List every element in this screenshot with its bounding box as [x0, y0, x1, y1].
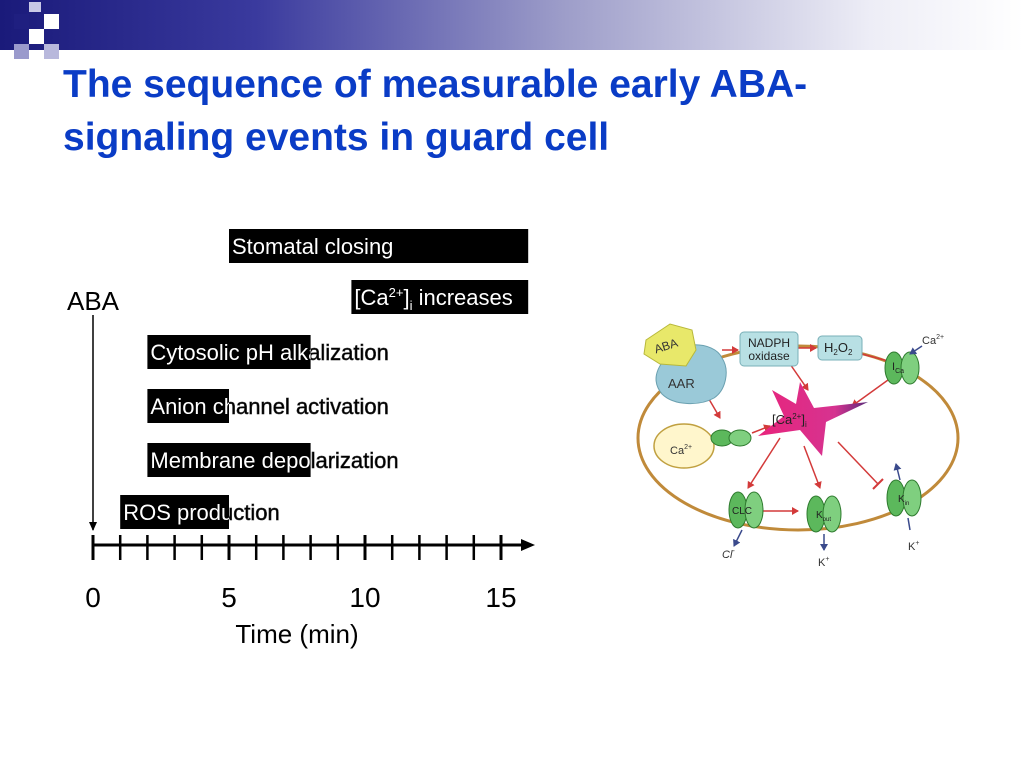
- arrow-ca-to-clc: [747, 437, 781, 489]
- k-ion-label-1: K+: [818, 556, 829, 569]
- event-bar: [147, 443, 311, 477]
- kout-channel-right: [822, 495, 842, 533]
- kin-channel-right: [902, 479, 922, 517]
- decor-square: [29, 29, 44, 44]
- aba-molecule: [643, 323, 697, 367]
- title-line-2: signaling events in guard cell: [63, 116, 610, 159]
- event-bars: Stomatal closingStomatal closing [Ca2+]i …: [120, 229, 529, 529]
- aar-label: AAR: [668, 376, 695, 391]
- k-influx-arrow: [893, 463, 902, 481]
- ica-label: ICa: [892, 361, 904, 375]
- tick-label: 0: [85, 582, 101, 613]
- calcium-store-vesicle: [653, 423, 715, 469]
- event-label: Membrane depolarization: [150, 448, 398, 473]
- inhibit-bar: [872, 478, 884, 490]
- decor-square: [14, 44, 29, 59]
- event-row: Stomatal closingStomatal closing: [229, 229, 529, 263]
- arrow-store-to-ca: [751, 424, 771, 434]
- title-line-1: The sequence of measurable early ABA-: [63, 63, 808, 106]
- ca-store-label: Ca2+: [670, 444, 692, 457]
- store-channel-right: [728, 429, 752, 447]
- event-label: [Ca2+]i increases: [354, 285, 512, 313]
- time-axis-arrowhead: [521, 539, 535, 551]
- cl-efflux-arrow: [733, 529, 743, 547]
- tick-label: 10: [349, 582, 380, 613]
- ca-influx-arrow: [909, 345, 923, 355]
- event-row: [Ca2+]i increases[Ca2+]i increases: [351, 280, 529, 314]
- nadph-oxidase-box: [739, 331, 799, 367]
- arrow-ica-to-ca: [851, 379, 889, 407]
- arrow-nadph-to-ca: [789, 363, 809, 391]
- event-bar: [120, 495, 229, 529]
- event-timeline-chart: ABA Stomatal closingStomatal closing [Ca2…: [67, 229, 535, 649]
- tick-label: 15: [485, 582, 516, 613]
- slide-title: The sequence of measurable early ABA- si…: [63, 58, 1003, 164]
- decor-square: [14, 14, 29, 29]
- event-row: ROS productionROS production: [120, 495, 280, 529]
- event-label-overflow: Cytosolic pH alkalization: [150, 340, 388, 365]
- event-bar: [351, 280, 529, 314]
- h2o2-label: H2O2: [824, 340, 853, 357]
- calcium-signal-star: [758, 382, 868, 456]
- k-ion-label-2: K+: [908, 540, 919, 553]
- k-kin-line: [907, 517, 911, 531]
- event-bar: [147, 389, 229, 423]
- event-label: ROS production: [123, 500, 280, 525]
- clc-channel-right: [744, 491, 764, 529]
- event-label-overflow: ROS production: [123, 500, 280, 525]
- event-row: Cytosolic pH alkalizationCytosolic pH al…: [147, 335, 389, 369]
- arrow-ca-to-kout: [803, 445, 822, 489]
- kout-label: Kout: [816, 510, 831, 523]
- event-label-overflow: Anion channel activation: [150, 394, 389, 419]
- h2o2-box: [817, 335, 863, 361]
- header-gradient-band: [0, 0, 1024, 50]
- event-label-overflow: Membrane depolarization: [150, 448, 398, 473]
- guard-cell-pathway-diagram: AAR ABA NADPH oxidase H2O2 [Ca2+]i Ca2+ …: [636, 323, 960, 569]
- event-label: Cytosolic pH alkalization: [150, 340, 388, 365]
- clc-label: CLC: [732, 506, 752, 517]
- cl-ion-label: Cl-: [722, 548, 735, 561]
- decor-square: [44, 44, 59, 59]
- decor-square: [44, 14, 59, 29]
- event-label: Stomatal closing: [232, 234, 393, 259]
- x-axis-label: Time (min): [235, 619, 358, 649]
- event-label: Anion channel activation: [150, 394, 389, 419]
- kin-label: Kin: [898, 494, 909, 507]
- nadph-label: NADPH: [748, 336, 790, 350]
- axis-ticks: 0 5 10 15: [85, 535, 517, 613]
- event-bar: [229, 229, 529, 263]
- tick-label: 5: [221, 582, 237, 613]
- aba-label: ABA: [67, 286, 120, 316]
- oxidase-label: oxidase: [748, 349, 790, 363]
- decor-square: [29, 2, 41, 12]
- event-row: Membrane depolarizationMembrane depolari…: [147, 443, 399, 477]
- ca-extracellular-label: Ca2+: [922, 334, 944, 347]
- event-bar: [147, 335, 311, 369]
- ca-center-label: [Ca2+]i: [772, 412, 807, 429]
- inhibit-ca-to-kin: [837, 441, 879, 485]
